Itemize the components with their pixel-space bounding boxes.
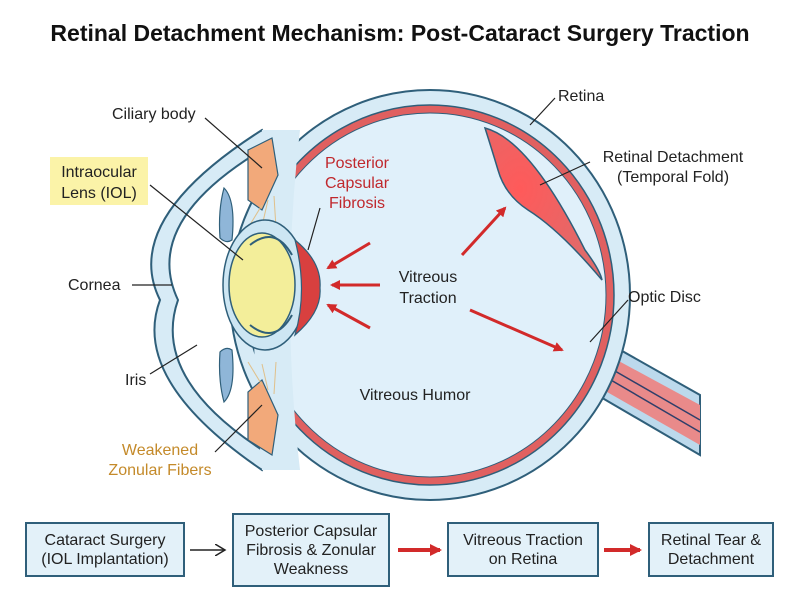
iris bbox=[218, 186, 234, 404]
eye-diagram: Ciliary body Intraocular Lens (IOL) Corn… bbox=[50, 88, 744, 501]
diagram-title: Retinal Detachment Mechanism: Post-Catar… bbox=[50, 20, 750, 46]
intraocular-lens bbox=[228, 232, 296, 338]
label-pcf-line1: Posterior bbox=[325, 155, 390, 172]
label-iol-line2: Lens (IOL) bbox=[61, 185, 137, 202]
flow-step-line: on Retina bbox=[488, 550, 558, 568]
flow-step-line: Fibrosis & Zonular bbox=[246, 541, 376, 559]
label-weakened-line2: Zonular Fibers bbox=[108, 462, 211, 479]
label-detachment-line2: (Temporal Fold) bbox=[617, 169, 729, 186]
traction-arrows bbox=[326, 206, 564, 352]
flow-step-capsular-fibrosis: Posterior Capsular Fibrosis & Zonular We… bbox=[232, 513, 390, 587]
iol-haptic-top bbox=[249, 236, 293, 256]
label-weakened-line1: Weakened bbox=[122, 442, 198, 459]
label-ciliary-body: Ciliary body bbox=[112, 106, 196, 123]
iol-label-highlight bbox=[50, 157, 148, 205]
flow-step-cataract-surgery: Cataract Surgery (IOL Implantation) bbox=[25, 522, 185, 577]
flow-step-line: Posterior Capsular bbox=[244, 522, 378, 540]
label-retina: Retina bbox=[558, 88, 604, 105]
label-traction-line2: Traction bbox=[399, 290, 456, 307]
flow-step-line: (IOL Implantation) bbox=[41, 550, 169, 568]
label-iris: Iris bbox=[125, 372, 146, 389]
label-pcf-line2: Capsular bbox=[325, 175, 390, 192]
retinal-detachment-fold bbox=[483, 126, 603, 281]
flow-step-vitreous-traction: Vitreous Traction on Retina bbox=[447, 522, 599, 577]
label-cornea: Cornea bbox=[68, 277, 121, 294]
flow-step-line: Vitreous Traction bbox=[463, 531, 583, 549]
label-detachment-line1: Retinal Detachment bbox=[603, 149, 744, 166]
flow-step-line: Weakness bbox=[273, 560, 349, 578]
ciliary-body bbox=[247, 137, 279, 456]
leader-lines bbox=[132, 97, 629, 453]
flow-step-line: Cataract Surgery bbox=[44, 531, 166, 549]
flow-step-line: Detachment bbox=[667, 550, 755, 568]
flow-step-retinal-detachment: Retinal Tear & Detachment bbox=[648, 522, 774, 577]
iol-haptic-bottom bbox=[249, 314, 293, 334]
label-optic-disc: Optic Disc bbox=[628, 289, 701, 306]
label-traction-line1: Vitreous bbox=[399, 269, 457, 286]
label-iol-line1: Intraocular bbox=[61, 164, 137, 181]
label-pcf-line3: Fibrosis bbox=[329, 195, 385, 212]
posterior-capsular-fibrosis bbox=[293, 238, 321, 337]
label-vitreous-humor: Vitreous Humor bbox=[360, 387, 472, 404]
flow-step-line: Retinal Tear & bbox=[660, 531, 762, 549]
flow-arrows bbox=[190, 544, 642, 556]
